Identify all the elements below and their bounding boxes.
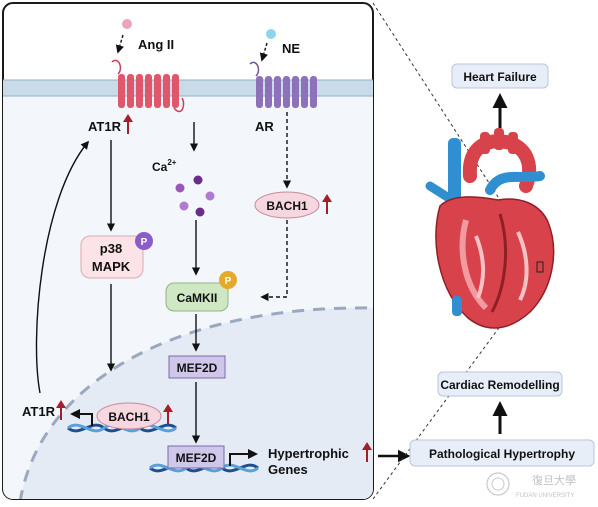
heart-illustration [425,128,555,329]
mef2d-cyto-label: MEF2D [177,361,218,375]
ar-receptor [249,61,317,108]
camkii-phospho-label: P [225,276,232,287]
p38-phospho-label: P [141,237,148,248]
cardiac-remodelling-box: Cardiac Remodelling [437,371,563,397]
at1r-label: AT1R [88,119,122,134]
ar-label: AR [255,119,274,134]
arrow-bach1-to-camkii [260,220,288,302]
calcium-dots [175,175,215,217]
svg-text:復旦大學: 復旦大學 [532,473,576,487]
ne-label: NE [282,41,300,56]
camkii-label: CaMKII [177,291,218,305]
heart-failure-label: Heart Failure [463,70,537,84]
nuclear-envelope [18,306,373,499]
at1r-up-arrow-icon [123,114,133,134]
at1r-receptor [111,59,185,113]
cell-panel [2,2,374,500]
ca-label: Ca2+ [152,158,177,174]
mef2d-nuc-node: MEF2D [167,445,225,469]
bach1-cyto-label: BACH1 [266,199,308,213]
arrow-feedback-at1r [35,140,90,394]
university-logo: 復旦大學 FUDAN UNIVERSITY [486,472,576,499]
genes-label: Genes [268,462,308,477]
mef2d-cyto-node: MEF2D [168,355,226,379]
hypertrophic-label: Hypertrophic [268,446,349,461]
heart-failure-box: Heart Failure [451,63,549,89]
at1r-gene-up-arrow-icon [56,400,66,420]
p38-phospho-badge: P [135,232,153,250]
bach1-cyto-up-arrow-icon [322,194,332,214]
mef2d-nuc-label: MEF2D [176,451,217,465]
bach1-cyto-node: BACH1 [254,191,320,219]
mapk-label: MAPK [92,259,131,274]
pathological-hypertrophy-label: Pathological Hypertrophy [429,447,575,461]
bach1-nuc-label: BACH1 [108,410,150,424]
logo-text: FUDAN UNIVERSITY [516,493,574,499]
p38-label: p38 [100,241,122,256]
zoom-marker [536,261,544,273]
ang2-label: Ang II [138,37,174,52]
bach1-nuc-up-arrow-icon [163,404,173,424]
transcription-arrow-hypertrophic [229,449,258,466]
ne-ligand: NE [259,29,300,62]
transcription-arrow-bach1 [70,409,93,426]
cardiac-remodelling-label: Cardiac Remodelling [440,378,559,392]
camkii-node: CaMKII [165,282,229,312]
camkii-phospho-badge: P [219,271,237,289]
bach1-nuc-node: BACH1 [96,402,162,430]
ang2-ligand: Ang II [115,19,174,54]
cell-membrane [3,80,373,96]
pathological-hypertrophy-box: Pathological Hypertrophy [409,439,595,467]
at1r-gene-label: AT1R [22,404,56,419]
hypertrophic-up-arrow-icon [362,442,372,462]
p38-mapk-node: p38 MAPK [80,235,144,279]
